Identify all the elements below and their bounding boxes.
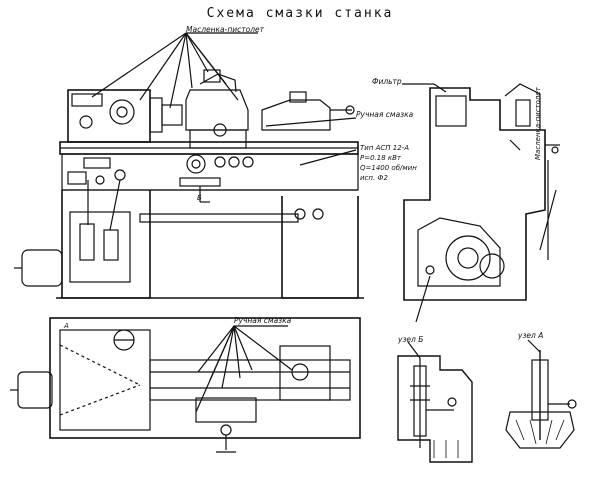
side-view xyxy=(402,83,560,323)
pump-type-label: Тип АСП 12-А xyxy=(360,144,409,152)
detail-node-b xyxy=(397,341,473,463)
marker-a: А xyxy=(63,322,69,330)
node-a-label: узел А xyxy=(517,331,543,340)
pump-speed-label: Q=1400 об/мин xyxy=(360,164,417,172)
manual-lube-label-top: Ручная смазка xyxy=(356,110,414,119)
manual-lube-label-bottom: Ручная смазка xyxy=(234,316,292,325)
front-view xyxy=(14,32,364,299)
oil-can-label-right: Масленка-пистолет xyxy=(534,86,542,160)
plan-view xyxy=(10,317,361,453)
oil-can-label-top: Масленка-пистолет xyxy=(186,25,265,34)
pump-power-label: P=0.18 кВт xyxy=(360,154,402,162)
diagram-title: Схема смазки станка xyxy=(206,6,394,21)
pump-exec-label: исп. Ф2 xyxy=(360,174,388,182)
marker-b: Б xyxy=(197,194,202,202)
node-b-label: узел Б xyxy=(397,335,423,344)
filter-label: Фильтр xyxy=(372,77,402,86)
detail-node-a xyxy=(505,339,577,449)
